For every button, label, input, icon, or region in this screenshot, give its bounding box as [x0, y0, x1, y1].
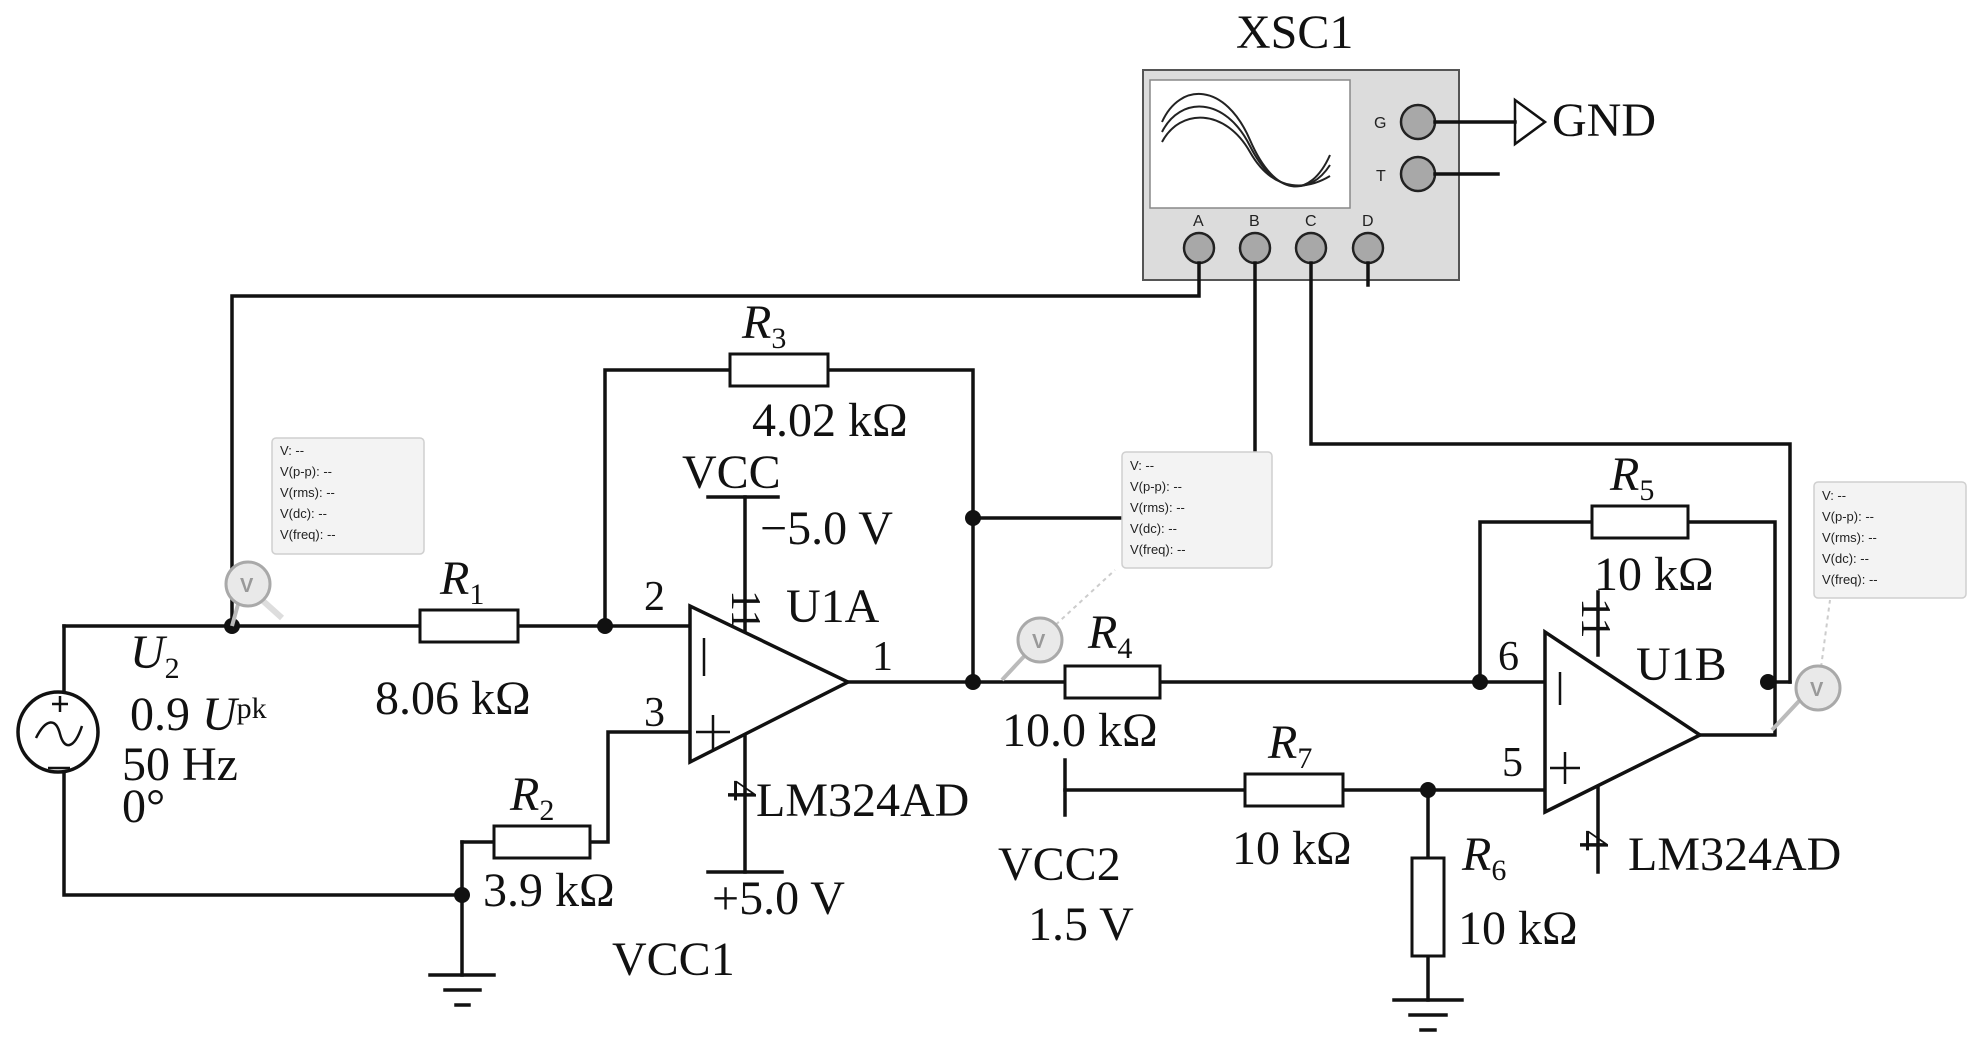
- channel-a-terminal[interactable]: [1182, 231, 1216, 265]
- u1a-pin-inv: 2: [644, 574, 665, 620]
- svg-text:V(dc): --: V(dc): --: [1130, 521, 1177, 536]
- u1a-part: LM324AD: [756, 774, 969, 827]
- gnd-triangle-icon: [1433, 97, 1548, 147]
- junction-dots: [224, 510, 1776, 903]
- r1-name: R1: [439, 552, 484, 611]
- u1b-pin-noninv: 5: [1502, 740, 1523, 786]
- r7-name: R7: [1267, 716, 1312, 775]
- ac-source-u2[interactable]: [16, 690, 100, 774]
- oscilloscope-name: XSC1: [1236, 6, 1353, 59]
- svg-text:V(rms): --: V(rms): --: [1130, 500, 1185, 515]
- wires: [62, 261, 1792, 1002]
- svg-text:V(rms): --: V(rms): --: [280, 485, 335, 500]
- probe-icon: V: [1032, 631, 1046, 653]
- vcc-value: −5.0 V: [760, 502, 893, 555]
- ground-icon: [1392, 998, 1464, 1032]
- voltage-probe-3[interactable]: V V: -- V(p-p): -- V(rms): -- V(dc): -- …: [1770, 481, 1967, 732]
- u1a-pin-vpos: 11: [722, 590, 768, 630]
- svg-text:V: --: V: --: [1822, 488, 1846, 503]
- u1a-name: U1A: [786, 580, 880, 633]
- u1b-name: U1B: [1636, 638, 1727, 691]
- r5-value: 10 kΩ: [1594, 548, 1714, 601]
- vcc1-name: VCC1: [612, 933, 735, 986]
- resistor-r7[interactable]: [1243, 772, 1345, 808]
- svg-text:V(freq): --: V(freq): --: [1130, 542, 1186, 557]
- u1a-pin-out: 1: [872, 634, 893, 680]
- channel-c-label: C: [1305, 213, 1317, 230]
- resistor-r5[interactable]: [1590, 504, 1690, 540]
- r2-value: 3.9 kΩ: [483, 864, 615, 917]
- resistor-r2[interactable]: [492, 824, 592, 860]
- u1a-pin-noninv: 3: [644, 690, 665, 736]
- source-frequency: 50 Hz: [122, 738, 238, 791]
- u1b-part: LM324AD: [1628, 828, 1841, 881]
- probe-readout-box: [271, 437, 425, 555]
- svg-text:V(freq): --: V(freq): --: [280, 527, 336, 542]
- svg-text:V(p-p): --: V(p-p): --: [1130, 479, 1182, 494]
- u1b-pin-vpos: 11: [1572, 598, 1618, 638]
- vcc-name: VCC: [682, 446, 781, 499]
- ground-terminal[interactable]: [1399, 103, 1437, 141]
- ground-icon: [428, 973, 496, 1007]
- svg-text:V(dc): --: V(dc): --: [1822, 551, 1869, 566]
- svg-text:V(freq): --: V(freq): --: [1822, 572, 1878, 587]
- channel-b-label: B: [1249, 213, 1260, 230]
- u1a-pin-vneg: 4: [718, 780, 764, 801]
- voltage-probe-2[interactable]: V V: -- V(p-p): -- V(rms): -- V(dc): -- …: [1000, 451, 1273, 682]
- oscilloscope-xsc1[interactable]: XSC1 G T A B C D: [1142, 6, 1460, 281]
- r5-name: R5: [1609, 448, 1654, 507]
- resistor-r3[interactable]: [728, 352, 830, 388]
- r6-name: R6: [1461, 828, 1506, 887]
- r1-value: 8.06 kΩ: [375, 672, 531, 725]
- channel-b-terminal[interactable]: [1238, 231, 1272, 265]
- probe-icon: V: [240, 575, 254, 597]
- trigger-terminal[interactable]: [1399, 155, 1437, 193]
- channel-d-terminal[interactable]: [1351, 231, 1385, 265]
- voltage-probe-1[interactable]: V V: -- V(p-p): -- V(rms): -- V(dc): -- …: [224, 437, 425, 627]
- probe-readout-box: [1121, 451, 1273, 569]
- probe-readout-box: [1813, 481, 1967, 599]
- resistor-r1[interactable]: [418, 608, 520, 644]
- svg-text:V(rms): --: V(rms): --: [1822, 530, 1877, 545]
- trigger-terminal-label: T: [1376, 168, 1386, 185]
- ground-terminal-label: G: [1374, 115, 1386, 132]
- channel-a-label: A: [1193, 213, 1204, 230]
- gnd-label: GND: [1552, 94, 1656, 147]
- r4-value: 10.0 kΩ: [1002, 704, 1158, 757]
- r6-value: 10 kΩ: [1458, 902, 1578, 955]
- vcc1-value: +5.0 V: [712, 872, 845, 925]
- opamp-u1b[interactable]: [1543, 628, 1704, 815]
- waveform-icon: [1161, 92, 1331, 188]
- u1b-pin-inv: 6: [1498, 634, 1519, 680]
- svg-text:V(p-p): --: V(p-p): --: [280, 464, 332, 479]
- r3-name: R3: [741, 296, 786, 355]
- vcc2-value: 1.5 V: [1028, 898, 1134, 951]
- svg-text:V(dc): --: V(dc): --: [280, 506, 327, 521]
- vcc2-name: VCC2: [998, 838, 1121, 891]
- resistor-r4[interactable]: [1063, 664, 1162, 700]
- probe-icon: V: [1810, 679, 1824, 701]
- opamp-u1a[interactable]: [688, 603, 852, 765]
- source-name: U2: [130, 626, 180, 685]
- r7-value: 10 kΩ: [1232, 822, 1352, 875]
- channel-c-terminal[interactable]: [1294, 231, 1328, 265]
- channel-d-label: D: [1362, 213, 1374, 230]
- r4-name: R4: [1087, 606, 1132, 665]
- r2-name: R2: [509, 768, 554, 827]
- source-phase: 0°: [122, 780, 165, 833]
- svg-text:V: --: V: --: [1130, 458, 1154, 473]
- svg-text:V(p-p): --: V(p-p): --: [1822, 509, 1874, 524]
- u1b-pin-vneg: 4: [1570, 830, 1616, 851]
- r3-value: 4.02 kΩ: [752, 394, 908, 447]
- svg-text:V: --: V: --: [280, 443, 304, 458]
- resistor-r6[interactable]: [1410, 856, 1446, 958]
